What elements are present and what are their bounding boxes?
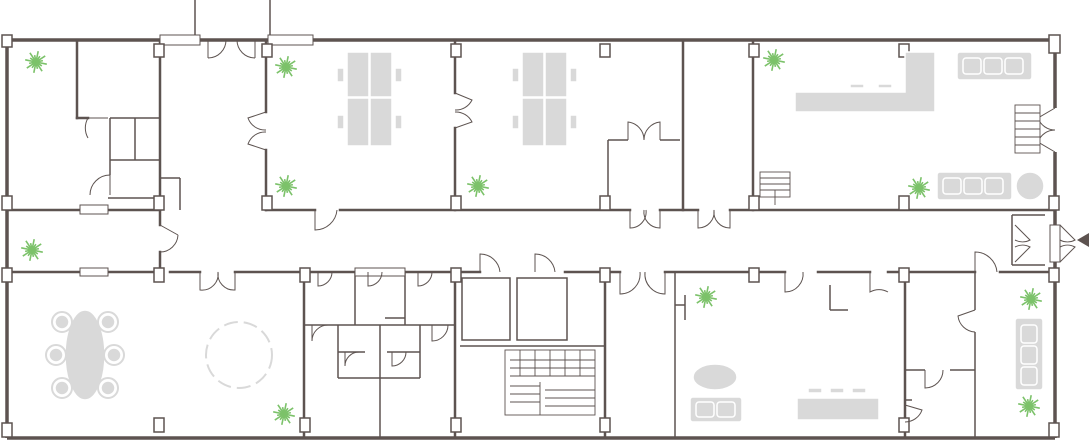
plant-icon bbox=[695, 286, 717, 308]
top-entrance-lines bbox=[194, 0, 271, 38]
plant-icon bbox=[467, 175, 489, 197]
structural-columns bbox=[1, 34, 1061, 438]
plant-icon bbox=[1018, 395, 1040, 417]
desk-lower-right bbox=[796, 397, 880, 421]
plants bbox=[21, 49, 1042, 425]
staircase-small bbox=[759, 171, 791, 205]
plant-icon bbox=[908, 177, 930, 199]
plant-icon bbox=[273, 403, 295, 425]
plant-icon bbox=[25, 51, 47, 73]
plant-icon bbox=[275, 56, 297, 78]
plant-icon bbox=[21, 239, 43, 261]
reception-counter bbox=[794, 51, 936, 113]
furniture bbox=[45, 51, 1045, 423]
plant-icon bbox=[763, 49, 785, 71]
desk-cluster-office-2 bbox=[511, 51, 578, 147]
windows bbox=[79, 34, 1061, 277]
desk-cluster-office-1 bbox=[336, 51, 403, 147]
staircase-main bbox=[504, 349, 596, 416]
plant-icon bbox=[275, 175, 297, 197]
coffee-table bbox=[692, 363, 738, 391]
entrance-arrow-icon bbox=[1077, 233, 1089, 247]
staircase-exterior bbox=[1014, 104, 1041, 154]
plant-icon bbox=[1020, 288, 1042, 310]
